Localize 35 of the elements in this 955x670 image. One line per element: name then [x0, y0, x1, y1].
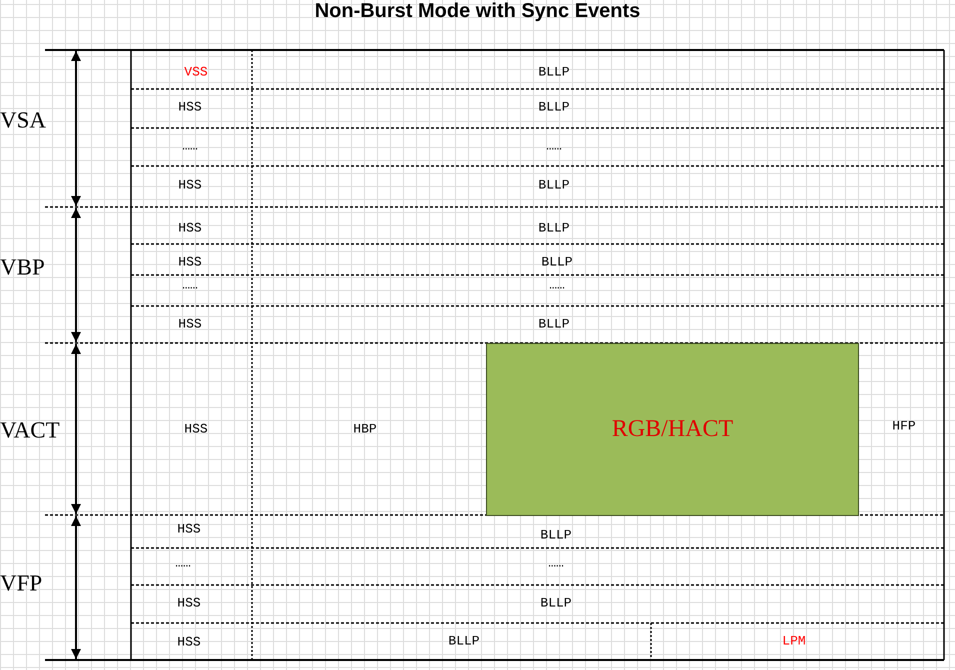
- packet-label: VSS: [184, 66, 208, 78]
- packet-label: BLLP: [538, 100, 570, 114]
- packet-label: ……: [546, 140, 562, 152]
- packet-label: BLLP: [448, 634, 480, 648]
- packet-label: BLLP: [538, 178, 570, 192]
- packet-label: HSS: [178, 256, 202, 268]
- packet-label: HSS: [177, 596, 201, 610]
- packet-label: HSS: [178, 100, 202, 114]
- packet-label: HSS: [178, 222, 202, 234]
- section-label: VBP: [0, 256, 45, 278]
- packet-label: HSS: [178, 178, 202, 192]
- packet-label: ……: [182, 140, 198, 152]
- packet-label: HSS: [184, 422, 208, 436]
- packet-label: BLLP: [538, 66, 570, 78]
- packet-label: BLLP: [538, 222, 570, 234]
- packet-label: HSS: [177, 522, 201, 536]
- packet-label: HBP: [353, 422, 377, 436]
- packet-label: ……: [182, 278, 198, 292]
- packet-label: BLLP: [538, 318, 570, 330]
- packet-label: LPM: [782, 634, 806, 648]
- packet-label: HFP: [892, 420, 916, 432]
- title: Non-Burst Mode with Sync Events: [314, 0, 642, 23]
- section-label: VSA: [0, 108, 46, 132]
- packet-label: BLLP: [540, 596, 572, 610]
- packet-label: ……: [175, 556, 191, 570]
- packet-label: HSS: [177, 636, 201, 648]
- packet-label: BLLP: [541, 256, 573, 268]
- section-label: VACT: [0, 418, 60, 442]
- section-label: VFP: [0, 572, 42, 594]
- packet-label: ……: [549, 278, 565, 292]
- active-video-block: [486, 343, 859, 516]
- packet-label: HSS: [178, 318, 202, 330]
- packet-label: BLLP: [540, 528, 572, 542]
- packet-label: ……: [548, 556, 564, 570]
- block-label: RGB/HACT: [612, 416, 734, 443]
